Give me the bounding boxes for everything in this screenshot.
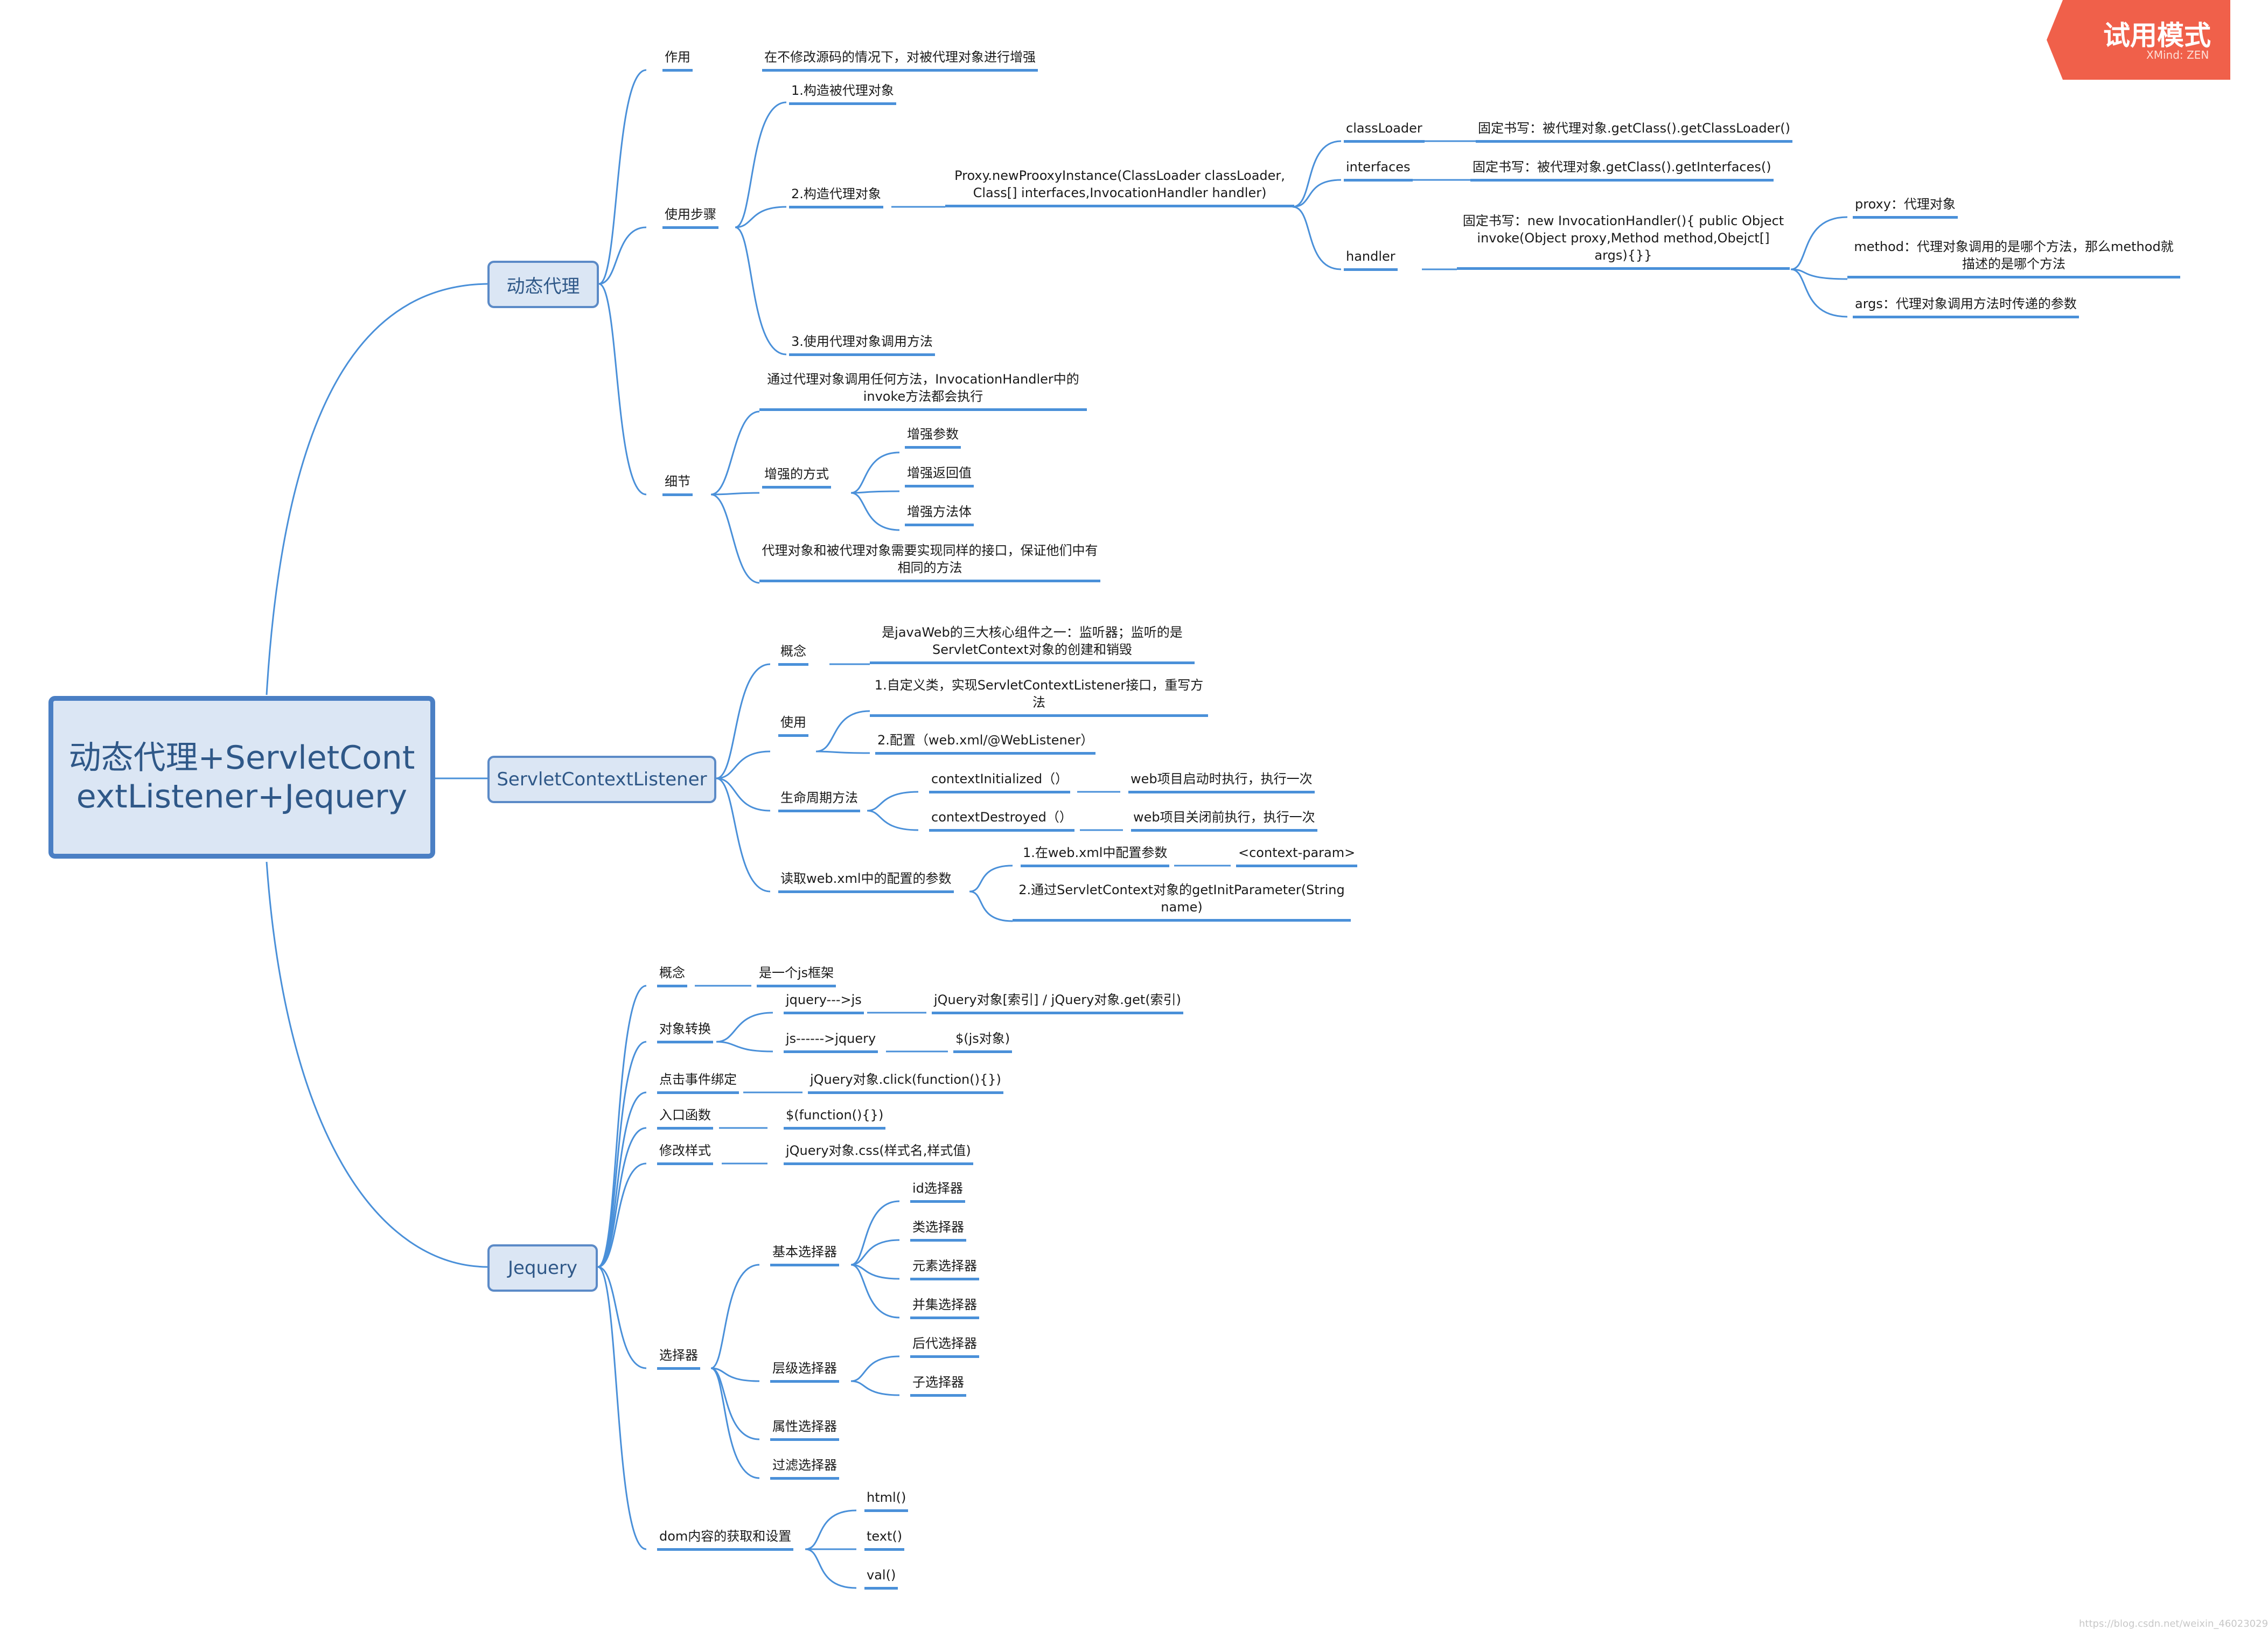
convert-jquery-to-js-value[interactable]: jQuery对象[索引] / jQuery对象.get(索引) xyxy=(932,991,1184,1014)
proxy-arg-classloader-value[interactable]: 固定书写：被代理对象.getClass().getClassLoader() xyxy=(1476,120,1793,143)
selector-union[interactable]: 并集选择器 xyxy=(910,1296,979,1319)
selector-child[interactable]: 子选择器 xyxy=(910,1374,966,1397)
topic-servlet-context-listener[interactable]: ServletContextListener xyxy=(487,756,716,803)
selector-class[interactable]: 类选择器 xyxy=(910,1218,966,1242)
handler-param-method[interactable]: method：代理对象调用的是哪个方法，那么method就描述的是哪个方法 xyxy=(1847,238,2180,278)
convert-js-to-jquery-value[interactable]: $(js对象) xyxy=(953,1030,1013,1053)
enhance-return[interactable]: 增强返回值 xyxy=(905,464,974,487)
selector-descendant[interactable]: 后代选择器 xyxy=(910,1335,979,1358)
selector-basic[interactable]: 基本选择器 xyxy=(770,1243,839,1266)
proxy-steps[interactable]: 使用步骤 xyxy=(662,206,718,229)
convert-js-to-jquery[interactable]: js------>jquery xyxy=(784,1030,878,1053)
listener-use[interactable]: 使用 xyxy=(778,714,808,737)
proxy-arg-handler-value[interactable]: 固定书写：new InvocationHandler(){ public Obj… xyxy=(1457,212,1790,270)
proxy-detail-1[interactable]: 通过代理对象调用任何方法，InvocationHandler中的invoke方法… xyxy=(759,371,1087,411)
listener-concept[interactable]: 概念 xyxy=(778,643,808,666)
convert-jquery-to-js[interactable]: jquery--->js xyxy=(784,991,864,1014)
proxy-detail-ways[interactable]: 增强的方式 xyxy=(762,465,831,489)
topic-dynamic-proxy[interactable]: 动态代理 xyxy=(487,261,599,308)
proxy-step-3[interactable]: 3.使用代理对象调用方法 xyxy=(789,333,935,356)
handler-param-proxy[interactable]: proxy：代理对象 xyxy=(1853,196,1958,219)
proxy-arg-classloader[interactable]: classLoader xyxy=(1344,120,1425,143)
listener-lifecycle[interactable]: 生命周期方法 xyxy=(778,789,860,812)
jquery-style[interactable]: 修改样式 xyxy=(657,1142,713,1165)
selector-id[interactable]: id选择器 xyxy=(910,1180,965,1203)
jquery-convert[interactable]: 对象转换 xyxy=(657,1020,713,1043)
topic-jequery[interactable]: Jequery xyxy=(487,1244,598,1292)
proxy-role-desc[interactable]: 在不修改源码的情况下，对被代理对象进行增强 xyxy=(762,48,1038,72)
jquery-click[interactable]: 点击事件绑定 xyxy=(657,1071,739,1094)
proxy-arg-interfaces[interactable]: interfaces xyxy=(1344,158,1413,182)
lifecycle-init-desc[interactable]: web项目启动时执行，执行一次 xyxy=(1128,770,1315,793)
proxy-arg-handler[interactable]: handler xyxy=(1344,248,1398,271)
dom-text[interactable]: text() xyxy=(864,1528,905,1551)
trial-mode-badge xyxy=(2047,0,2230,80)
lifecycle-destroy-desc[interactable]: web项目关闭前执行，执行一次 xyxy=(1131,809,1317,832)
read-param-2[interactable]: 2.通过ServletContext对象的getInitParameter(St… xyxy=(1013,881,1351,922)
jquery-concept-desc[interactable]: 是一个js框架 xyxy=(757,964,836,987)
selector-filter[interactable]: 过滤选择器 xyxy=(770,1457,839,1480)
root-topic-label: 动态代理+ServletContextListener+Jequery xyxy=(68,739,415,816)
jquery-style-value[interactable]: jQuery对象.css(样式名,样式值) xyxy=(784,1142,973,1165)
selector-level[interactable]: 层级选择器 xyxy=(770,1360,839,1383)
listener-use-1[interactable]: 1.自定义类，实现ServletContextListener接口，重写方法 xyxy=(870,677,1208,717)
proxy-detail[interactable]: 细节 xyxy=(662,473,693,496)
proxy-arg-interfaces-value[interactable]: 固定书写：被代理对象.getClass().getInterfaces() xyxy=(1470,158,1774,182)
read-param-1[interactable]: 1.在web.xml中配置参数 xyxy=(1021,844,1170,867)
jquery-concept[interactable]: 概念 xyxy=(657,964,687,987)
lifecycle-destroy[interactable]: contextDestroyed（） xyxy=(929,809,1074,832)
proxy-detail-3[interactable]: 代理对象和被代理对象需要实现同样的接口，保证他们中有相同的方法 xyxy=(759,542,1100,582)
topic-dynamic-proxy-label: 动态代理 xyxy=(506,275,580,297)
watermark: https://blog.csdn.net/weixin_46023029 xyxy=(2079,1618,2268,1629)
dom-val[interactable]: val() xyxy=(864,1566,898,1590)
jquery-selector[interactable]: 选择器 xyxy=(657,1347,700,1370)
lifecycle-init[interactable]: contextInitialized（） xyxy=(929,770,1071,793)
proxy-role[interactable]: 作用 xyxy=(662,48,693,72)
jquery-entry-value[interactable]: $(function(){}) xyxy=(784,1106,886,1130)
topic-servlet-context-listener-label: ServletContextListener xyxy=(497,769,707,790)
trial-mode-title: 试用模式 xyxy=(2103,20,2211,51)
xmind-logo-text: XMind: ZEN xyxy=(2146,48,2209,61)
enhance-body[interactable]: 增强方法体 xyxy=(905,503,974,526)
proxy-step-2[interactable]: 2.构造代理对象 xyxy=(789,185,883,208)
topic-jequery-label: Jequery xyxy=(507,1257,578,1279)
proxy-step-2-call[interactable]: Proxy.newProoxyInstance(ClassLoader clas… xyxy=(945,167,1294,207)
dom-html[interactable]: html() xyxy=(864,1489,909,1512)
jquery-click-value[interactable]: jQuery对象.click(function(){}) xyxy=(808,1071,1003,1094)
read-param-1-value[interactable]: <context-param> xyxy=(1236,844,1358,867)
handler-param-args[interactable]: args：代理对象调用方法时传递的参数 xyxy=(1853,295,2079,318)
jquery-dom[interactable]: dom内容的获取和设置 xyxy=(657,1528,794,1551)
proxy-step-1[interactable]: 1.构造被代理对象 xyxy=(789,82,896,105)
listener-read-params[interactable]: 读取web.xml中的配置的参数 xyxy=(778,870,954,893)
jquery-entry[interactable]: 入口函数 xyxy=(657,1106,713,1130)
listener-use-2[interactable]: 2.配置（web.xml/@WebListener） xyxy=(875,732,1096,755)
enhance-params[interactable]: 增强参数 xyxy=(905,426,961,449)
selector-element[interactable]: 元素选择器 xyxy=(910,1257,979,1280)
selector-attribute[interactable]: 属性选择器 xyxy=(770,1418,839,1441)
listener-concept-desc[interactable]: 是javaWeb的三大核心组件之一：监听器；监听的是ServletContext… xyxy=(870,624,1195,664)
root-topic[interactable]: 动态代理+ServletContextListener+Jequery xyxy=(48,696,435,859)
